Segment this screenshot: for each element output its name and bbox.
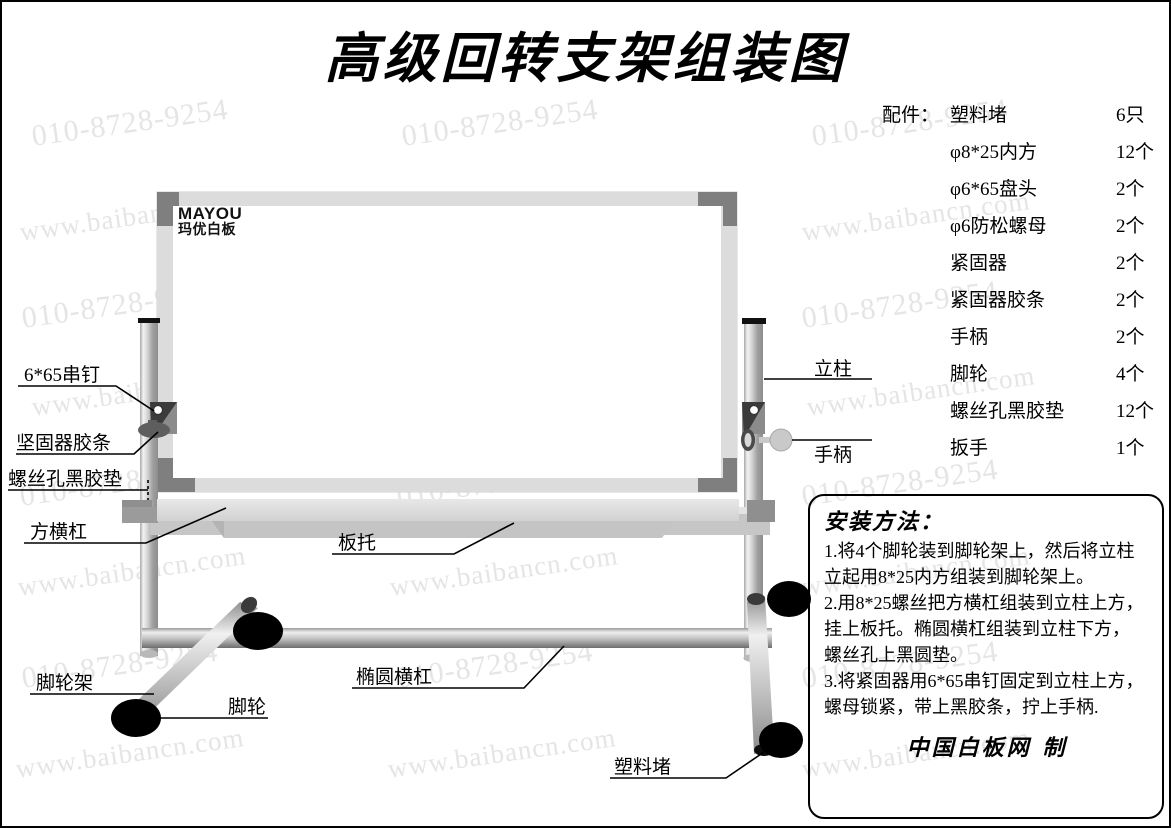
installation-instructions-box: 安装方法： 1.将4个脚轮装到脚轮架上，然后将立柱立起用8*25内方组装到脚轮架… (808, 494, 1164, 819)
parts-qty: 2个 (1116, 290, 1145, 311)
leader-square-bar (24, 507, 227, 544)
leader-screw (18, 385, 155, 412)
parts-qty: 4个 (1116, 364, 1145, 385)
callout-screw-hole-pad: 螺丝孔黑胶垫 (8, 469, 123, 490)
callout-board-tray: 板托 (338, 533, 377, 554)
parts-name: φ8*25内方 (950, 142, 1037, 163)
caster-wheel-back-right (767, 581, 811, 617)
parts-qty: 6只 (1116, 105, 1145, 126)
parts-qty: 12个 (1116, 142, 1155, 163)
parts-row: 螺丝孔黑胶垫 12个 (882, 396, 1162, 433)
frame-corner-top-right-v (723, 192, 737, 226)
leader-oval-bar (352, 645, 565, 689)
parts-qty: 2个 (1116, 253, 1145, 274)
instruction-line: 螺母锁紧，带上黑胶条，拧上手柄. (824, 697, 1099, 717)
caster-wheel-back-left (233, 612, 283, 650)
callout-handle: 手柄 (814, 445, 853, 466)
caster-frame-right (747, 581, 811, 758)
frame-corner-bottom-left-h (157, 478, 195, 492)
fastener-right (741, 402, 765, 451)
leader-plastic-plug (610, 751, 765, 779)
parts-qty: 2个 (1116, 216, 1145, 237)
parts-name: 脚轮 (950, 364, 989, 385)
parts-row: 扳手 1个 (882, 433, 1162, 470)
parts-row: 脚轮 4个 (882, 359, 1162, 396)
parts-name: 紧固器 (950, 253, 1008, 274)
brand-cn: 玛优白板 (178, 221, 236, 238)
fastener-strip-left (138, 422, 170, 438)
parts-name: 紧固器胶条 (950, 290, 1046, 311)
instruction-line: 立起用8*25内方组装到脚轮架上。 (824, 567, 1094, 587)
instruction-line: 挂上板托。椭圆横杠组装到立柱下方， (824, 619, 1130, 639)
parts-row: φ6*65盘头 2个 (882, 174, 1162, 211)
parts-name: φ6*65盘头 (950, 179, 1037, 200)
callout-fastener-strip: 坚固器胶条 (16, 433, 112, 454)
parts-row: 紧固器 2个 (882, 248, 1162, 285)
parts-row: φ6防松螺母 2个 (882, 211, 1162, 248)
parts-qty: 2个 (1116, 327, 1145, 348)
board-brand: MAYOU 玛优白板 (178, 205, 242, 238)
parts-row: 配件： 塑料堵 6只 (882, 100, 1162, 137)
parts-name: 螺丝孔黑胶垫 (950, 401, 1065, 422)
instruction-line: 螺丝孔上黑圆垫。 (824, 645, 968, 665)
whiteboard-panel (156, 191, 738, 493)
frame-corner-bottom-right-h (698, 478, 737, 492)
parts-name: 塑料堵 (950, 105, 1008, 126)
instruction-line: 2.用8*25螺丝把方横杠组装到立柱上方， (824, 593, 1144, 613)
callout-square-bar: 方横杠 (30, 522, 88, 543)
parts-qty: 12个 (1116, 401, 1155, 422)
leader-lines (8, 378, 872, 779)
parts-row: 紧固器胶条 2个 (882, 285, 1162, 322)
parts-prefix: 配件： (882, 105, 940, 126)
instructions-title: 安装方法： (824, 509, 945, 535)
screw-head-right (748, 404, 760, 416)
page-title: 高级回转支架组装图 (324, 26, 847, 90)
caster-wheel-front-right (759, 722, 803, 758)
callout-screw: 6*65串钉 (24, 365, 101, 386)
callout-caster: 脚轮 (228, 697, 267, 718)
parts-row: 手柄 2个 (882, 322, 1162, 359)
callout-column: 立柱 (814, 359, 853, 380)
parts-name: 扳手 (950, 438, 989, 459)
callout-caster-frame: 脚轮架 (36, 673, 94, 694)
oval-cross-bar (142, 628, 772, 648)
parts-name: φ6防松螺母 (950, 216, 1047, 237)
callout-plastic-plug: 塑料堵 (614, 757, 672, 778)
instructions-credit: 中国白板网 制 (906, 735, 1068, 761)
fastener-left (138, 402, 177, 438)
leader-fastener-strip (16, 431, 159, 455)
instructions-lines: 1.将4个脚轮装到脚轮架上，然后将立柱立起用8*25内方组装到脚轮架上。 2.用8… (824, 538, 1150, 720)
board-tray (157, 499, 739, 538)
brand-en: MAYOU (178, 204, 243, 223)
instruction-line: 3.将紧固器用6*65串钉固定到立柱上方， (824, 671, 1144, 691)
screw-head-left (152, 404, 164, 416)
parts-row: φ8*25内方 12个 (882, 137, 1162, 174)
leader-board-tray (332, 522, 515, 555)
callout-oval-bar: 椭圆横杠 (356, 667, 433, 688)
column-left (138, 318, 160, 658)
parts-qty: 2个 (1116, 179, 1145, 200)
instruction-line: 1.将4个脚轮装到脚轮架上，然后将立柱 (824, 541, 1135, 561)
parts-name: 手柄 (950, 327, 989, 348)
parts-qty: 1个 (1116, 438, 1145, 459)
